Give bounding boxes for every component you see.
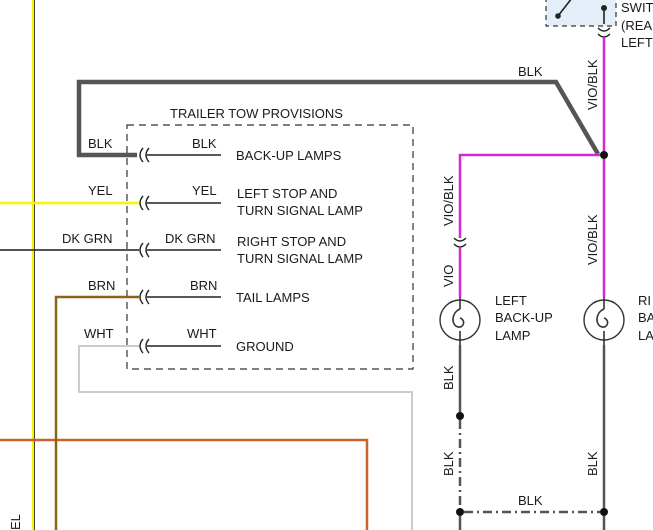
wire-in-label: BLK xyxy=(88,136,113,151)
white-wire-in xyxy=(78,345,413,530)
wire-out-label: BRN xyxy=(190,278,217,293)
trailer-tow-box xyxy=(126,124,414,370)
left-backup-lamp: LEFT BACK-UP LAMP xyxy=(439,293,553,345)
vio-blk-left-label: VIO/BLK xyxy=(441,175,456,226)
bulb-filament-icon xyxy=(452,308,465,328)
circuit-row-ground: WHT WHT GROUND xyxy=(78,326,413,530)
wire-out-label: BLK xyxy=(192,136,217,151)
switch-arm xyxy=(557,0,572,17)
lamp-label-line3: LA xyxy=(638,328,653,343)
wire-in-label: YEL xyxy=(88,183,113,198)
splice-dot xyxy=(456,412,464,420)
circuit-row-left-stop: YEL YEL LEFT STOP AND TURN SIGNAL LAMP xyxy=(0,183,363,218)
splice-dot xyxy=(600,508,608,516)
left-lamp-blk-label: BLK xyxy=(441,365,456,390)
bulb-filament-icon xyxy=(596,308,609,328)
right-backup-lamp: RI BA LA xyxy=(583,293,653,345)
circuit-row-tail: BRN BRN TAIL LAMPS xyxy=(54,278,310,530)
wire-in-label: WHT xyxy=(84,326,114,341)
wire-in-label: BRN xyxy=(88,278,115,293)
wire-out-label: WHT xyxy=(187,326,217,341)
circuit-label-line2: TURN SIGNAL LAMP xyxy=(237,251,363,266)
lamp-label-line2: BA xyxy=(638,310,653,325)
switch-connector xyxy=(597,27,611,38)
lamp-label-line2: BACK-UP xyxy=(495,310,553,325)
vio-blk-wire-left xyxy=(458,153,600,238)
bottom-blk-label: BLK xyxy=(518,493,543,508)
connector-symbol xyxy=(139,289,150,305)
top-blk-label: BLK xyxy=(518,64,543,79)
circuit-row-backup: BLK BLK BACK-UP LAMPS xyxy=(88,136,342,163)
circuit-row-right-stop: DK GRN DK GRN RIGHT STOP AND TURN SIGNAL… xyxy=(0,231,363,266)
connector-symbol xyxy=(139,195,150,211)
circuit-label: GROUND xyxy=(236,339,294,354)
circuit-label-line1: RIGHT STOP AND xyxy=(237,234,346,249)
splice-dot xyxy=(600,151,608,159)
wire-out-label: YEL xyxy=(192,183,217,198)
circuit-label: BACK-UP LAMPS xyxy=(236,148,342,163)
switch-label-line3: LEFT xyxy=(621,35,653,50)
switch-label-line1: SWIT xyxy=(621,0,653,15)
lamp-label-line1: RI xyxy=(638,293,651,308)
black-wire-main xyxy=(76,79,600,158)
orange-wire xyxy=(0,438,369,530)
lamp-label-line1: LEFT xyxy=(495,293,527,308)
circuit-label: TAIL LAMPS xyxy=(236,290,310,305)
far-left-partial-label: EL xyxy=(8,514,23,530)
connector-symbol xyxy=(139,242,150,258)
right-lower-blk-label: BLK xyxy=(585,451,600,476)
vio-left-label: VIO xyxy=(441,265,456,287)
lamp-label-line3: LAMP xyxy=(495,328,530,343)
circuit-label-line2: TURN SIGNAL LAMP xyxy=(237,203,363,218)
vio-blk-top-label: VIO/BLK xyxy=(585,59,600,110)
brown-wire-in xyxy=(54,295,139,530)
trailer-tow-title: TRAILER TOW PROVISIONS xyxy=(170,106,343,121)
splice-dot xyxy=(456,508,464,516)
left-lower-blk-label: BLK xyxy=(441,451,456,476)
connector-symbol xyxy=(139,338,150,354)
left-vio-connector xyxy=(453,237,467,248)
vio-blk-right-label: VIO/BLK xyxy=(585,214,600,265)
wire-out-label: DK GRN xyxy=(165,231,216,246)
wire-in-label: DK GRN xyxy=(62,231,113,246)
switch-box xyxy=(545,0,617,27)
circuit-label-line1: LEFT STOP AND xyxy=(237,186,337,201)
switch-label-line2: (REA xyxy=(621,18,652,33)
connector-symbol xyxy=(139,147,150,163)
